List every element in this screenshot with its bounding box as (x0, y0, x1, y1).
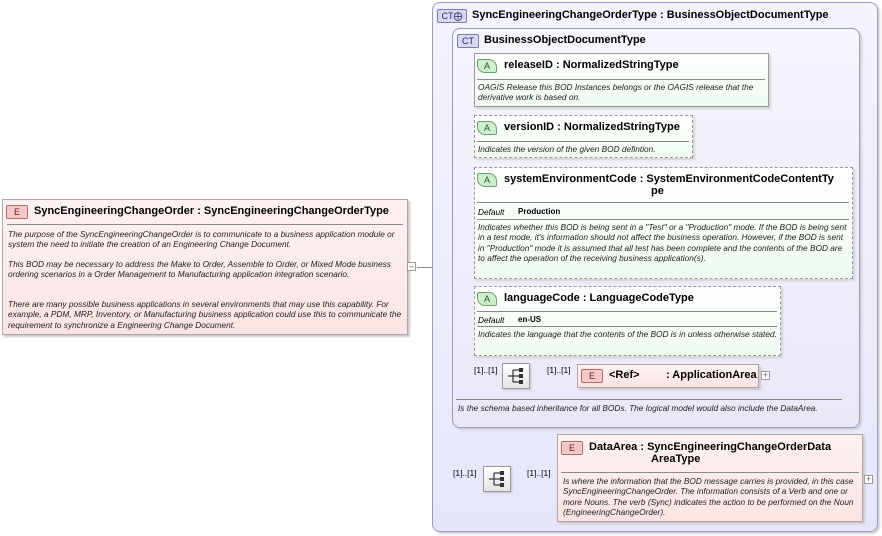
separator (477, 219, 849, 220)
minus-icon[interactable]: – (407, 261, 416, 271)
cardinality-label: [1]..[1] (453, 468, 477, 478)
default-label: Default (478, 207, 505, 217)
attribute-description: Indicates the version of the given BOD d… (478, 144, 656, 154)
element-badge: E (581, 369, 603, 383)
inner-type-title: BusinessObjectDocumentType (484, 34, 646, 46)
complex-type-badge-label: CT (441, 11, 454, 21)
attribute-title: releaseID : NormalizedStringType (504, 59, 679, 71)
data-area-description: Is where the information that the BOD me… (563, 476, 854, 517)
attribute-systemenvironmentcode-box[interactable]: A systemEnvironmentCode : SystemEnvironm… (474, 167, 853, 279)
default-value: en-US (518, 315, 542, 324)
attribute-description: OAGIS Release this BOD Instances belongs… (478, 82, 754, 103)
separator (477, 326, 777, 327)
attribute-title: languageCode : LanguageCodeType (504, 292, 694, 304)
separator (477, 79, 765, 80)
cardinality-label: [1]..[1] (474, 365, 498, 375)
attribute-description: Indicates the language that the contents… (478, 329, 777, 339)
separator (477, 311, 777, 312)
attribute-versionid-box[interactable]: A versionID : NormalizedStringType Indic… (474, 115, 693, 158)
root-description-3: There are many possible business applica… (8, 299, 402, 330)
separator (561, 472, 859, 473)
inner-type-description: Is the schema based inheritance for all … (458, 403, 818, 413)
cardinality-label: [1]..[1] (547, 365, 571, 375)
separator (477, 202, 849, 203)
separator (456, 399, 842, 400)
data-area-title-line2: AreaType (651, 453, 701, 465)
plus-icon[interactable]: + (761, 370, 770, 380)
attribute-badge: A (477, 121, 497, 135)
default-label: Default (478, 315, 505, 325)
outer-type-title: SyncEngineeringChangeOrderType : Busines… (472, 9, 829, 21)
root-description-1: The purpose of the SyncEngineeringChange… (8, 229, 395, 250)
complex-type-badge: CT (457, 34, 479, 48)
complex-type-badge: CT⨁ (437, 9, 467, 23)
sequence-glyph (489, 471, 504, 487)
plus-icon[interactable]: + (864, 474, 873, 484)
attribute-description: Indicates whether this BOD is being sent… (478, 222, 847, 263)
attribute-title: versionID : NormalizedStringType (504, 121, 680, 133)
data-area-box[interactable]: E DataArea : SyncEngineeringChangeOrderD… (557, 434, 863, 522)
attribute-title-line2: pe (651, 185, 664, 197)
root-description-2: This BOD may be necessary to address the… (8, 259, 391, 280)
application-area-title: : ApplicationArea (666, 369, 757, 381)
attribute-releaseid-box[interactable]: A releaseID : NormalizedStringType OAGIS… (474, 53, 769, 107)
root-element-box[interactable]: E SyncEngineeringChangeOrder : SyncEngin… (2, 199, 408, 335)
attribute-badge: A (477, 59, 497, 73)
application-area-box[interactable]: E <Ref> : ApplicationArea (577, 364, 759, 388)
sequence-glyph (508, 368, 523, 384)
root-element-title: SyncEngineeringChangeOrder : SyncEnginee… (34, 205, 389, 217)
attribute-title-line1: systemEnvironmentCode : SystemEnvironmen… (504, 173, 834, 185)
element-badge: E (6, 205, 28, 219)
attribute-badge: A (477, 292, 497, 306)
attribute-badge: A (477, 173, 497, 187)
expand-mark-icon: ⨁ (453, 11, 463, 21)
cardinality-label: [1]..[1] (527, 468, 551, 478)
ref-label: <Ref> (609, 369, 640, 381)
data-area-title-line1: DataArea : SyncEngineeringChangeOrderDat… (589, 441, 832, 453)
separator (477, 141, 689, 142)
connector-root-to-type (417, 267, 444, 268)
sequence-icon[interactable] (502, 363, 530, 389)
sequence-icon[interactable] (483, 466, 511, 492)
separator (7, 224, 403, 225)
default-value: Production (518, 207, 561, 216)
element-badge: E (561, 441, 583, 455)
attribute-languagecode-box[interactable]: A languageCode : LanguageCodeType Defaul… (474, 286, 781, 356)
